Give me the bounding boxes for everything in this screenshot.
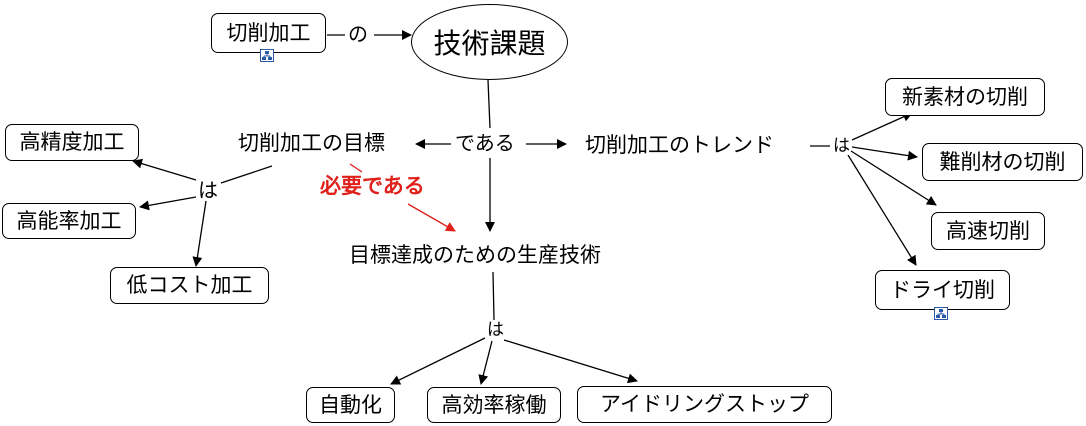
node-idling-stop[interactable]: アイドリングストップ [577, 386, 832, 423]
node-hard-material-label: 難削材の切削 [939, 149, 1066, 174]
node-cutting[interactable]: 切削加工 [211, 13, 326, 53]
link-no: の [348, 22, 368, 46]
node-low-cost[interactable]: 低コスト加工 [110, 267, 269, 304]
link-ha-left: は [198, 178, 218, 202]
node-production-tech[interactable]: 目標達成のための生産技術 [349, 243, 601, 267]
node-high-precision[interactable]: 高精度加工 [5, 124, 139, 161]
node-cutting-label: 切削加工 [226, 20, 311, 45]
node-high-efficiency[interactable]: 高能率加工 [2, 203, 136, 239]
node-idling-stop-label: アイドリングストップ [600, 392, 809, 416]
link-ha-right: は [833, 136, 850, 156]
link-dearu: である [455, 131, 515, 155]
node-high-utilization-label: 高効率稼働 [441, 392, 547, 417]
node-trend[interactable]: 切削加工のトレンド [585, 133, 774, 157]
node-new-material-label: 新素材の切削 [902, 84, 1028, 109]
node-tech-issue[interactable]: 技術課題 [411, 4, 568, 80]
node-automation-label: 自動化 [319, 392, 382, 417]
node-low-cost-label: 低コスト加工 [126, 273, 253, 297]
link-necessary: 必要である [320, 174, 425, 198]
node-automation[interactable]: 自動化 [306, 387, 395, 423]
node-goal[interactable]: 切削加工の目標 [238, 131, 385, 155]
node-tech-issue-label: 技術課題 [433, 27, 546, 60]
node-dry-cutting[interactable]: ドライ切削 [875, 270, 1010, 310]
subdiagram-icon[interactable] [934, 305, 948, 320]
node-hard-material[interactable]: 難削材の切削 [922, 143, 1083, 181]
node-new-material[interactable]: 新素材の切削 [885, 78, 1045, 116]
node-high-speed[interactable]: 高速切削 [931, 212, 1045, 250]
node-high-precision-label: 高精度加工 [19, 130, 125, 154]
link-ha-bottom: は [487, 320, 504, 340]
node-high-utilization[interactable]: 高効率稼働 [427, 387, 561, 423]
node-high-efficiency-label: 高能率加工 [16, 208, 122, 233]
node-dry-cutting-label: ドライ切削 [890, 277, 995, 302]
subdiagram-icon[interactable] [260, 47, 274, 62]
node-high-speed-label: 高速切削 [946, 218, 1030, 243]
